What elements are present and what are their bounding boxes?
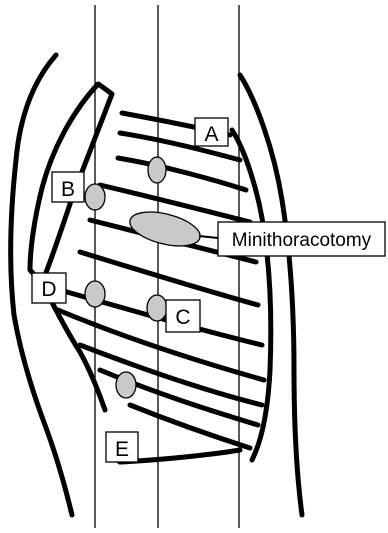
label-b: B <box>61 178 75 201</box>
rib-3 <box>118 158 246 190</box>
label-e: E <box>115 438 129 461</box>
label-b-box: B <box>52 172 84 202</box>
label-minithoracotomy-box: Minithoracotomy <box>218 222 385 256</box>
rib-6 <box>80 252 258 305</box>
label-e-box: E <box>106 432 138 462</box>
label-a: A <box>204 123 218 146</box>
arm-inner-contour <box>232 130 271 460</box>
label-d: D <box>41 278 56 301</box>
minithoracotomy-connector <box>199 236 218 238</box>
port-e <box>116 372 136 398</box>
rib-11 <box>130 405 250 448</box>
port-d <box>85 281 105 307</box>
label-minithoracotomy: Minithoracotomy <box>232 230 372 251</box>
label-d-box: D <box>32 273 66 303</box>
label-a-box: A <box>195 118 228 146</box>
port-c <box>147 295 167 321</box>
port-b <box>85 184 105 210</box>
label-c-box: C <box>166 300 200 332</box>
port-a <box>148 157 166 183</box>
label-c: C <box>175 306 190 329</box>
